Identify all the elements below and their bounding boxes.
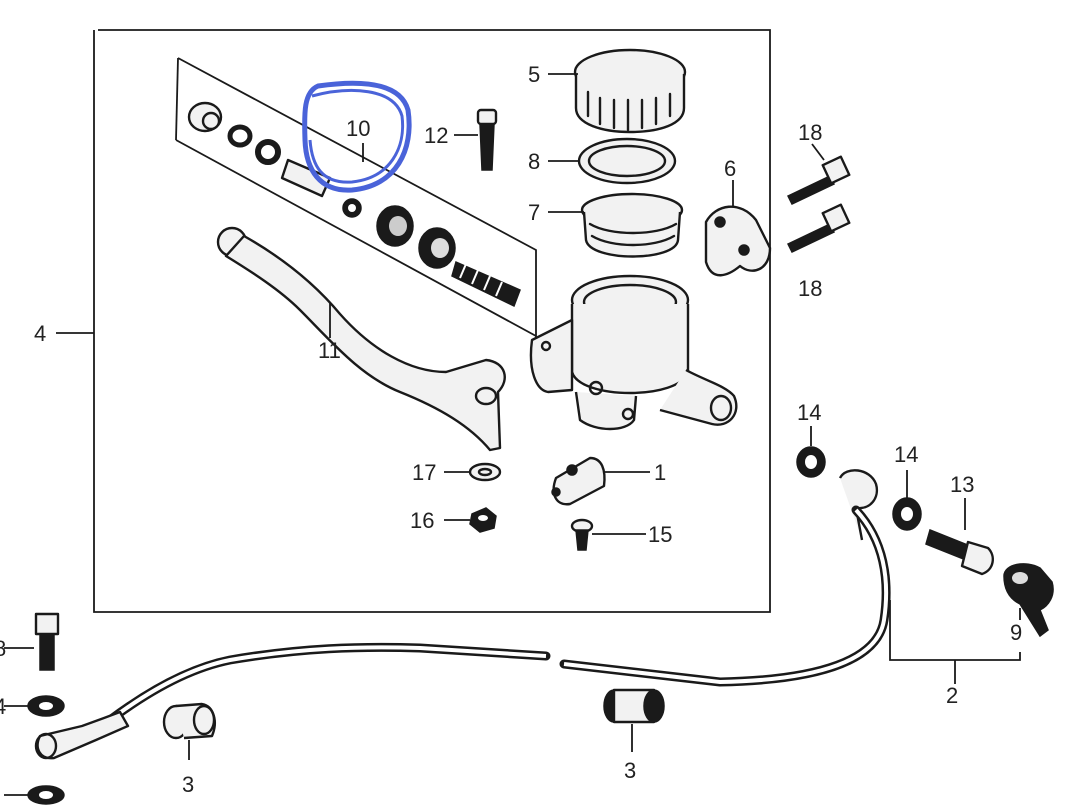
diaphragm-7: [580, 192, 684, 258]
piston-kit-bracket-left: [175, 57, 179, 141]
hose-guide-3a: [162, 702, 216, 740]
label-6: 6: [724, 156, 736, 181]
label-14b: 14: [894, 442, 918, 467]
piston-kit-parts: [187, 101, 521, 308]
assembly-border: [93, 29, 771, 613]
nut-16: [469, 507, 497, 533]
sealing-washer-14a: [796, 446, 826, 478]
label-1: 1: [654, 460, 666, 485]
switch-screw-15: [570, 518, 594, 551]
washer-17: [468, 462, 502, 482]
label-8: 8: [528, 149, 540, 174]
banjo-bolt-13: [925, 528, 994, 576]
label-13: 13: [950, 472, 974, 497]
label-9: 9: [1010, 620, 1022, 645]
label-10: 10: [346, 116, 370, 141]
washer-cutoff-left: [27, 695, 65, 717]
pivot-bolt-12: [476, 108, 498, 171]
bolt-cutoff-left: [34, 612, 60, 671]
label-cut-b: 4: [0, 694, 6, 719]
label-4: 4: [34, 321, 46, 346]
label-cut-a: 8: [0, 636, 6, 661]
reservoir-cap-5: [573, 48, 687, 134]
highlight-circle-10: [302, 80, 412, 193]
washer-cutoff-bottom: [27, 785, 65, 805]
sealing-washer-14b: [892, 497, 922, 531]
label-3b: 3: [624, 758, 636, 783]
hose-assembly-bracket-2: [889, 600, 1021, 661]
brake-switch-1: [551, 456, 606, 506]
master-cylinder-body: [529, 274, 738, 431]
label-2: 2: [946, 683, 958, 708]
label-17: 17: [412, 460, 436, 485]
label-3a: 3: [182, 772, 194, 797]
reservoir-plate-8: [577, 137, 677, 185]
piston-kit-bracket-bottom: [175, 139, 537, 337]
hose-guide-3b: [603, 688, 665, 724]
holder-bolts-18: [786, 155, 851, 253]
label-7: 7: [528, 200, 540, 225]
label-15: 15: [648, 522, 672, 547]
label-11: 11: [318, 338, 341, 363]
leader-18a: [811, 143, 825, 161]
label-5: 5: [528, 62, 540, 87]
label-14a: 14: [797, 400, 821, 425]
hose-fitting-9: [1003, 563, 1054, 638]
brake-lever-11: [216, 226, 506, 452]
brake-hose: [34, 469, 891, 760]
label-12: 12: [424, 123, 448, 148]
label-18b: 18: [798, 276, 822, 301]
label-18a: 18: [798, 120, 822, 145]
clamp-holder-6: [704, 205, 772, 277]
label-16: 16: [410, 508, 434, 533]
piston-kit-bracket: [177, 57, 537, 340]
